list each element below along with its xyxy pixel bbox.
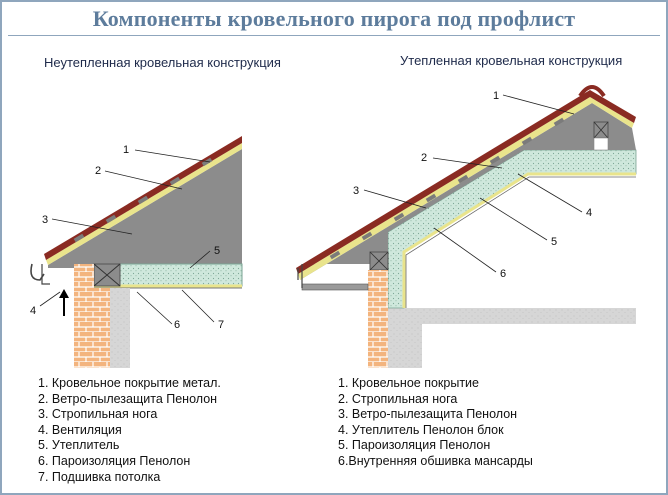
right-callout-1: 1 bbox=[493, 90, 499, 102]
right-callout-6: 6 bbox=[500, 268, 506, 280]
left-callout-7: 7 bbox=[218, 319, 224, 331]
page-title: Компоненты кровельного пирога под профли… bbox=[92, 6, 576, 31]
right-ridge-cross-b bbox=[593, 121, 609, 139]
right-brick-wall bbox=[368, 270, 388, 368]
right-ridge bbox=[578, 85, 606, 98]
left-legend: 1. Кровельное покрытие метал. 2. Ветро-п… bbox=[38, 376, 221, 485]
right-lower-room bbox=[422, 324, 636, 368]
right-eave-board bbox=[297, 264, 303, 288]
right-callout-2: 2 bbox=[421, 152, 427, 164]
left-battens bbox=[73, 157, 213, 243]
right-legend-item: 3. Ветро-пылезащита Пенолон bbox=[338, 407, 518, 422]
left-callout-2: 2 bbox=[95, 165, 101, 177]
left-legend-item: 3. Стропильная нога bbox=[38, 407, 158, 422]
right-lining bbox=[405, 176, 636, 308]
right-legend-item: 4. Утеплитель Пенолон блок bbox=[338, 422, 504, 437]
right-callout-5: 5 bbox=[551, 236, 557, 248]
left-callout-1: 1 bbox=[123, 144, 129, 156]
left-legend-item: 1. Кровельное покрытие метал. bbox=[38, 376, 221, 390]
left-insulation bbox=[119, 263, 243, 287]
left-legend-item: 4. Вентиляция bbox=[38, 422, 122, 437]
right-construction bbox=[296, 85, 637, 368]
left-rafter bbox=[48, 149, 242, 268]
left-callout-6: 6 bbox=[174, 319, 180, 331]
left-legend-item: 2. Ветро-пылезащита Пенолон bbox=[38, 391, 218, 406]
left-legend-item: 5. Утеплитель bbox=[38, 438, 120, 453]
right-legend-item: 5. Пароизоляция Пенолон bbox=[338, 438, 491, 453]
left-vent-arrowhead bbox=[59, 289, 69, 298]
right-callout-4: 4 bbox=[586, 207, 592, 219]
left-membrane bbox=[46, 143, 242, 265]
left-leaders bbox=[39, 149, 215, 325]
right-ridge-post bbox=[593, 137, 609, 151]
left-callout-4: 4 bbox=[30, 305, 36, 317]
right-rafter bbox=[300, 103, 636, 280]
right-battens bbox=[329, 117, 565, 260]
title-divider bbox=[8, 35, 660, 36]
right-interior-wall bbox=[402, 178, 636, 308]
left-wall-inner bbox=[94, 288, 110, 368]
right-leaders bbox=[363, 94, 583, 273]
left-construction bbox=[30, 136, 243, 368]
right-wall-beam-cross-b bbox=[369, 251, 389, 271]
left-subtitle: Неутепленная кровельная конструкция bbox=[44, 55, 281, 70]
right-legend-item: 1. Кровельное покрытие bbox=[338, 376, 479, 390]
right-legend-item: 2. Стропильная нога bbox=[338, 391, 458, 406]
right-callout-3: 3 bbox=[353, 185, 359, 197]
right-subtitle: Утепленная кровельная конструкция bbox=[400, 53, 623, 68]
left-wall-brick bbox=[74, 264, 94, 368]
left-beam-cross-b bbox=[93, 263, 121, 287]
right-soffit bbox=[301, 283, 369, 291]
left-gutter bbox=[30, 263, 45, 281]
left-callout-5: 5 bbox=[214, 245, 220, 257]
right-legend-item: 6.Внутренняя обшивка мансарды bbox=[338, 453, 533, 468]
right-vapour bbox=[402, 172, 636, 308]
left-callout-3: 3 bbox=[42, 214, 48, 226]
left-legend-item: 6. Пароизоляция Пенолон bbox=[38, 453, 191, 468]
left-wall-plaster bbox=[110, 288, 130, 368]
left-legend-item: 7. Подшивка потолка bbox=[38, 469, 161, 484]
left-eave-board bbox=[41, 264, 50, 285]
right-legend: 1. Кровельное покрытие 2. Стропильная но… bbox=[338, 376, 533, 470]
